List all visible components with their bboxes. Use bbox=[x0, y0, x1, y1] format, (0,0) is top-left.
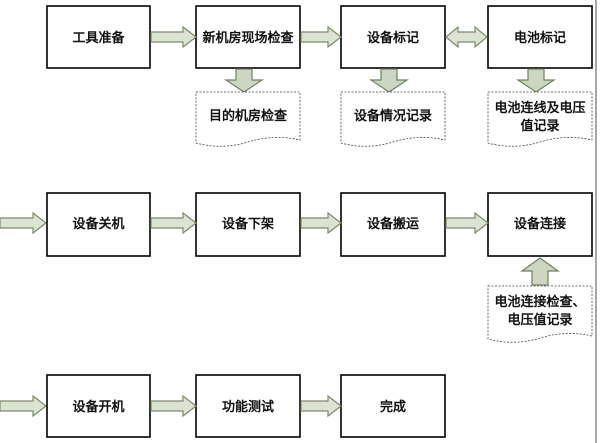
doc-battery-wiring-record-line2: 值记录 bbox=[520, 118, 559, 134]
step-device-transport bbox=[340, 192, 446, 257]
step-device-unrack bbox=[195, 192, 301, 257]
step-device-connect-label: 设备连接 bbox=[514, 216, 566, 232]
doc-battery-wiring-record-line1: 电池连线及电压 bbox=[494, 100, 585, 116]
arrow-test-to-complete bbox=[300, 394, 342, 418]
step-battery-marking-label: 电池标记 bbox=[514, 30, 566, 46]
arrow-shutdown-to-unrack bbox=[150, 211, 197, 235]
doc-target-room-check-label: 目的机房检查 bbox=[209, 108, 288, 124]
step-device-unrack-label: 设备下架 bbox=[222, 216, 274, 232]
arrow-incoming-row3 bbox=[0, 394, 47, 418]
step-function-test bbox=[195, 374, 301, 438]
step-device-marking bbox=[340, 5, 446, 69]
step-tools-prep bbox=[46, 5, 151, 69]
step-battery-marking bbox=[487, 5, 593, 69]
arrow-unrack-to-transport bbox=[300, 211, 342, 235]
arrow-up-battery-check bbox=[520, 257, 560, 286]
step-site-inspection bbox=[195, 5, 301, 69]
step-function-test-label: 功能测试 bbox=[222, 399, 274, 415]
step-device-poweron-label: 设备开机 bbox=[72, 399, 124, 415]
doc-device-status-record bbox=[340, 91, 446, 147]
arrow-incoming-row2 bbox=[0, 211, 47, 235]
arrow-down-battery-doc bbox=[516, 68, 556, 93]
step-device-connect bbox=[487, 192, 593, 257]
doc-battery-check-record-line2: 电压值记录 bbox=[507, 312, 572, 328]
step-complete-label: 完成 bbox=[380, 399, 406, 415]
step-site-inspection-label: 新机房现场检查 bbox=[202, 30, 294, 46]
step-device-marking-label: 设备标记 bbox=[367, 30, 419, 46]
doc-battery-check-record-line1: 电池连接检查、 bbox=[494, 294, 585, 310]
doc-battery-check-record bbox=[487, 285, 593, 343]
step-device-shutdown bbox=[46, 192, 151, 257]
doc-target-room-check bbox=[195, 91, 301, 147]
arrow-marking-battery-bidirectional bbox=[445, 25, 488, 49]
arrow-down-site-doc bbox=[224, 68, 264, 93]
arrow-down-device-doc bbox=[369, 68, 409, 93]
step-device-transport-label: 设备搬运 bbox=[367, 216, 419, 232]
step-device-poweron bbox=[46, 374, 151, 438]
step-device-shutdown-label: 设备关机 bbox=[72, 216, 124, 232]
step-complete bbox=[340, 374, 446, 438]
doc-device-status-record-label: 设备情况记录 bbox=[354, 108, 432, 124]
step-tools-prep-label: 工具准备 bbox=[72, 30, 125, 46]
arrow-transport-to-connect bbox=[445, 211, 489, 235]
doc-battery-wiring-record bbox=[487, 91, 593, 147]
arrow-inspection-to-marking bbox=[300, 25, 342, 49]
arrow-tools-to-inspection bbox=[150, 25, 197, 49]
arrow-poweron-to-test bbox=[150, 394, 197, 418]
